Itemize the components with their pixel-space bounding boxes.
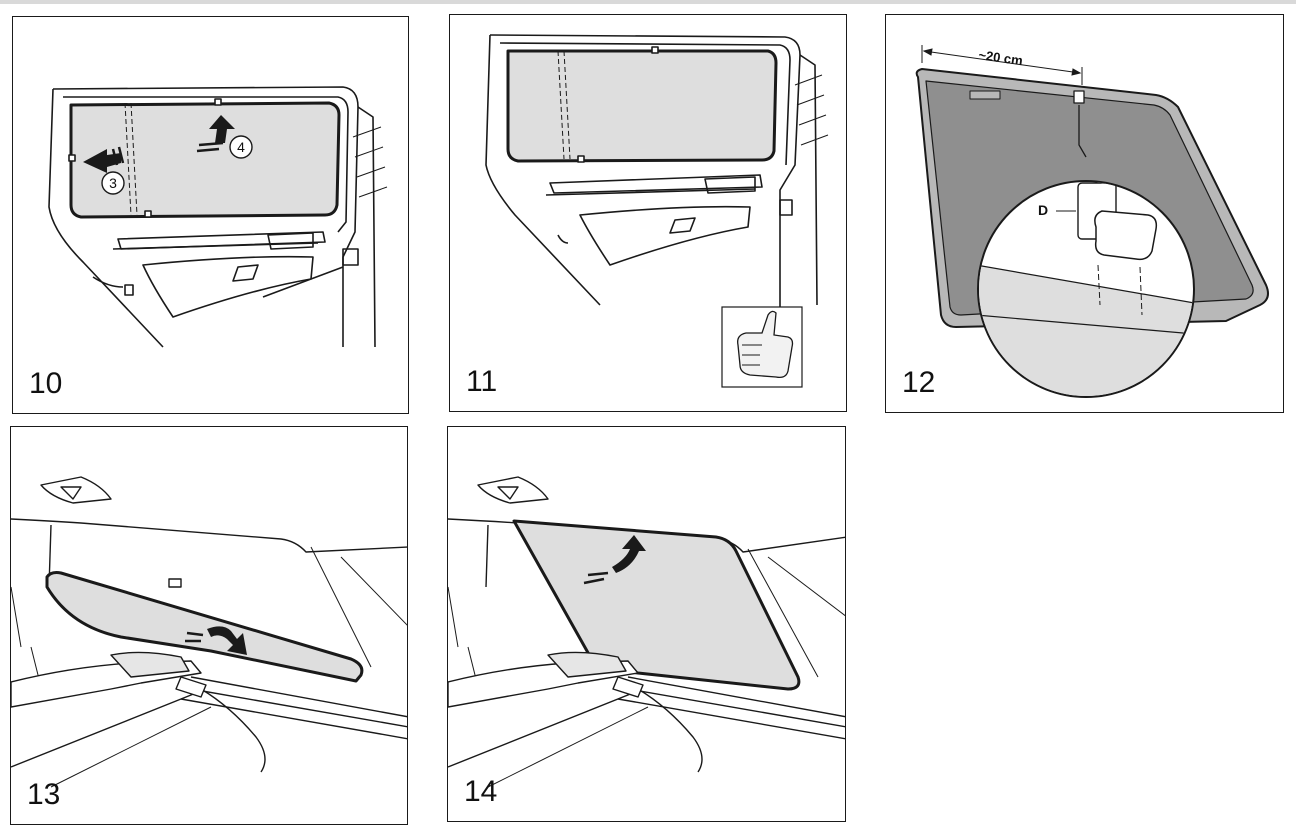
- sun-shade-panel: [45, 571, 364, 683]
- distance-label: ~20 cm: [978, 47, 1024, 68]
- door-frame-outer: [489, 34, 801, 345]
- push-arrow-icon: [83, 146, 125, 173]
- door-window-illustration: 3 4: [48, 86, 388, 348]
- page-top-rule: [0, 0, 1296, 4]
- door-window-illustration: [485, 34, 829, 388]
- step-panel-13: 13: [10, 426, 408, 825]
- part-label-d: D: [1038, 202, 1048, 218]
- fold-down-arrow-icon: [185, 626, 247, 655]
- sun-shade-panel: [512, 519, 801, 691]
- headlining-handle: [477, 476, 549, 504]
- step-panel-10: 3 4 10: [12, 16, 409, 414]
- step-panel-12: ~20 cm D 12: [885, 14, 1284, 413]
- step-number: 13: [27, 778, 61, 811]
- sun-shade-panel: [506, 49, 778, 163]
- step-3-marker: [101, 171, 125, 195]
- step-4-marker-label: 4: [237, 139, 245, 155]
- thumbs-up-icon: [721, 306, 803, 388]
- step-number: 14: [464, 775, 498, 808]
- magnified-clip-callout: [977, 180, 1195, 398]
- lift-shade-illustration: [448, 476, 845, 788]
- lift-arrow-icon: [196, 115, 235, 153]
- door-frame-outer: [52, 86, 359, 347]
- step-panel-14: 14: [447, 426, 846, 822]
- sun-shade-panel: [69, 101, 341, 219]
- step-number: 12: [902, 366, 936, 399]
- step-number: 10: [29, 367, 63, 400]
- step-number: 11: [466, 365, 498, 398]
- step-4-marker: [229, 135, 253, 159]
- step-3-marker-label: 3: [109, 175, 117, 191]
- lift-up-arrow-icon: [583, 535, 646, 585]
- step-panel-11: 11: [449, 14, 847, 412]
- shade-clip-detail-illustration: ~20 cm D: [915, 45, 1269, 398]
- fold-shade-illustration: [11, 476, 407, 788]
- headlining-handle: [40, 476, 112, 504]
